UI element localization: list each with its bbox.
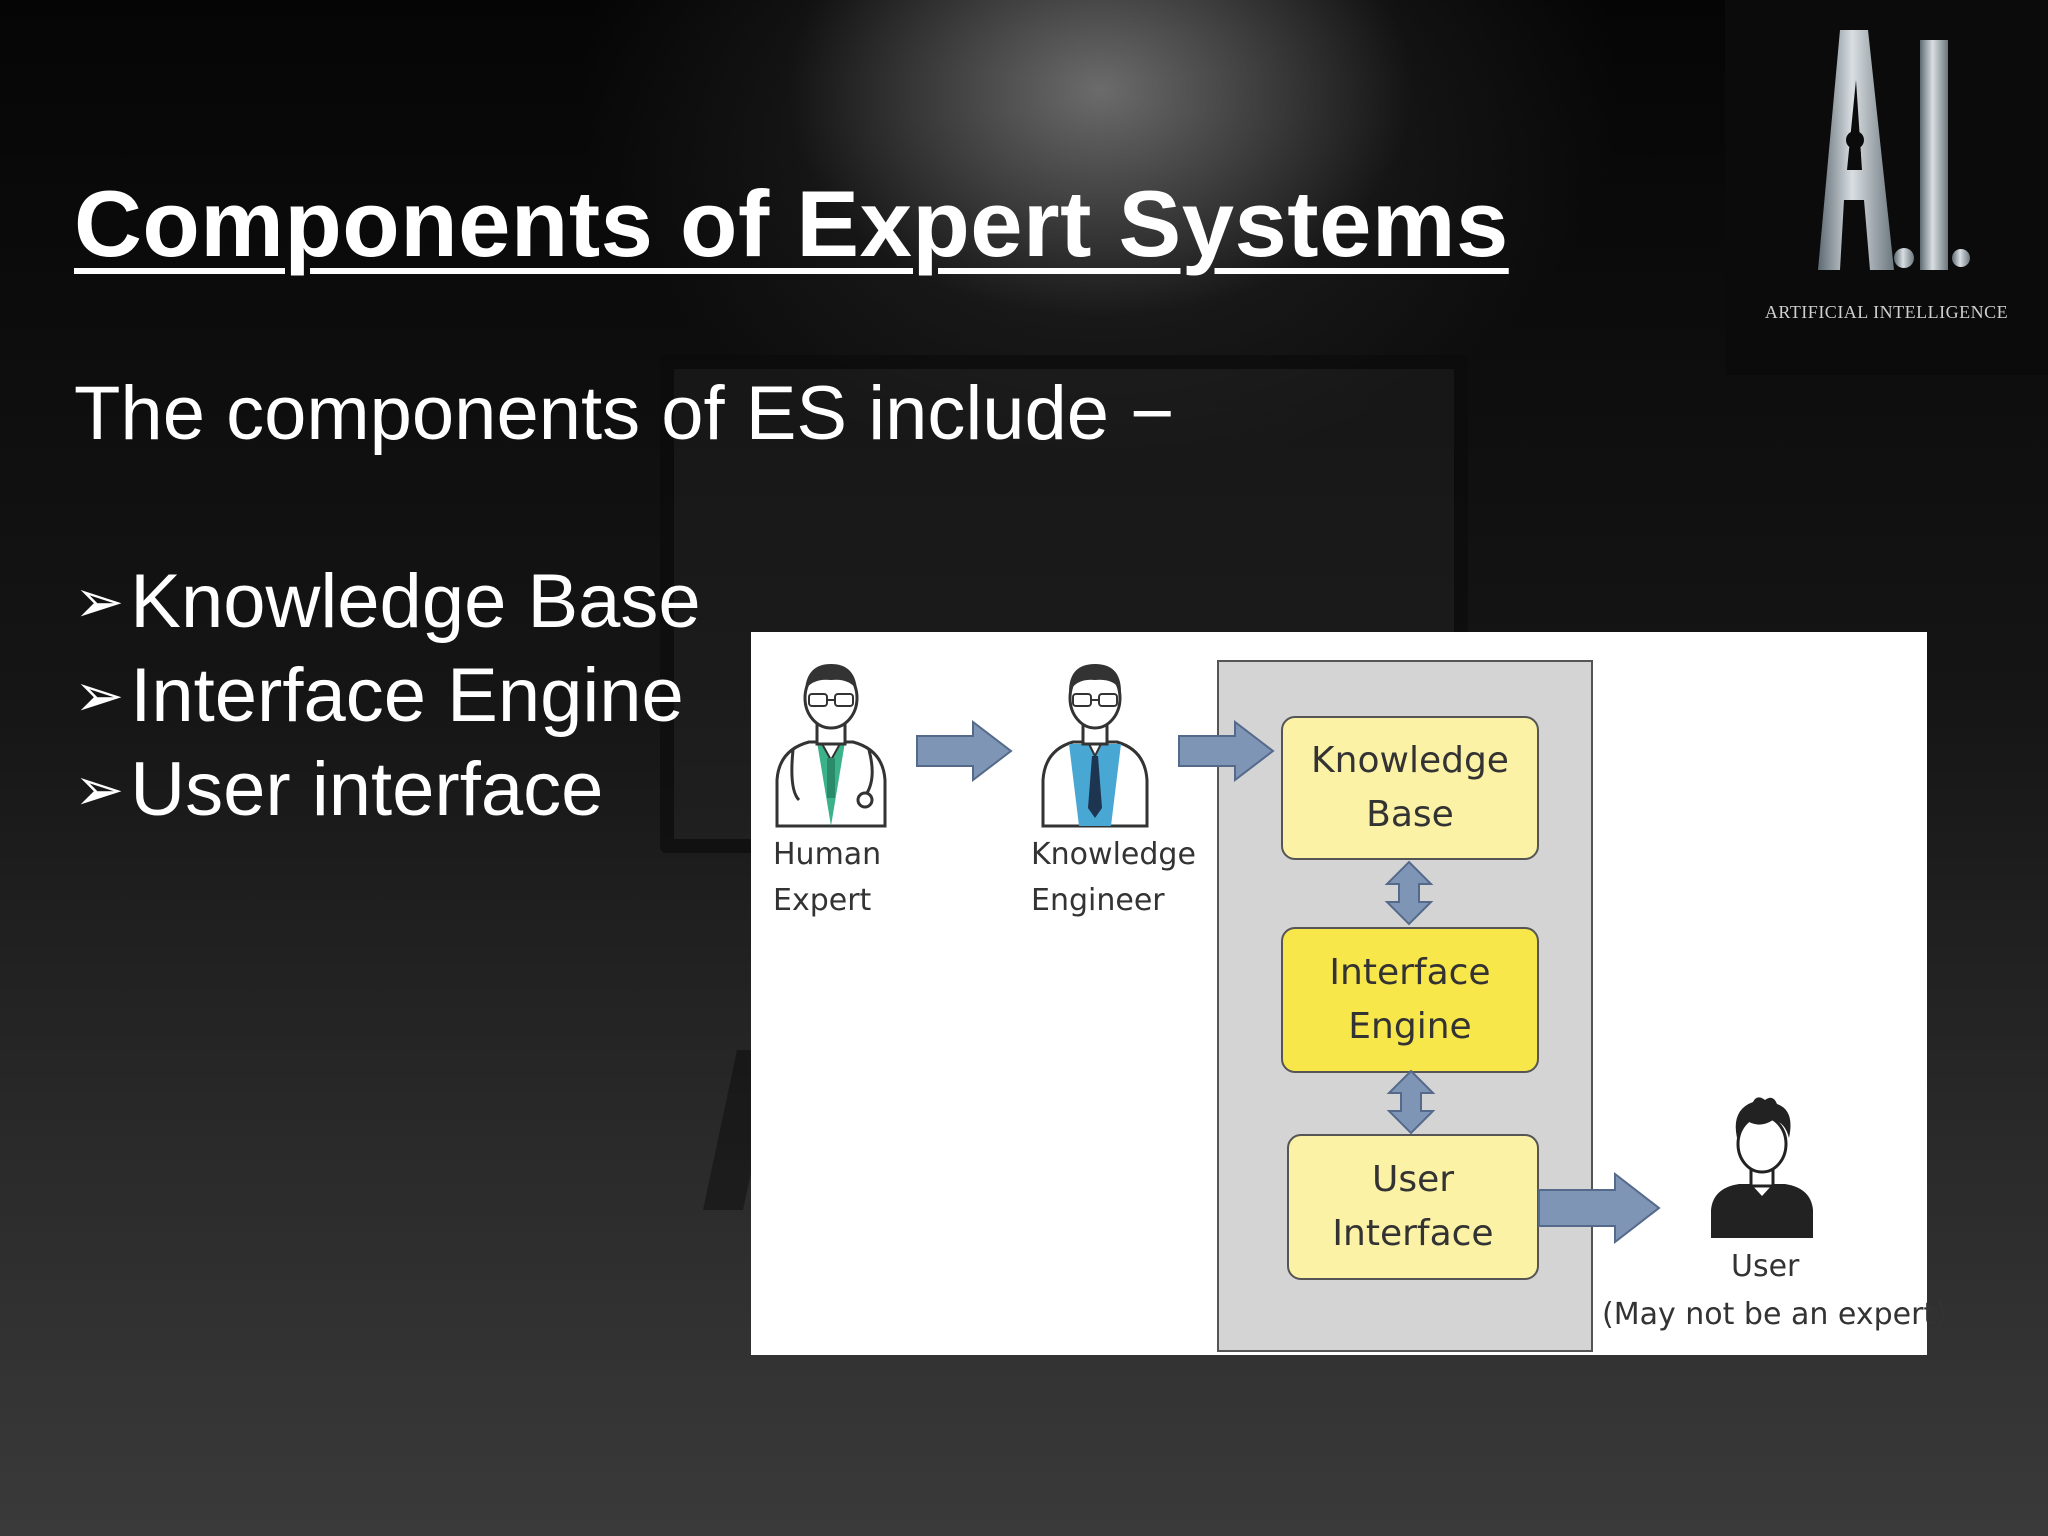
user-note: (May not be an expert) (1602, 1297, 1947, 1332)
user-label: User (1731, 1249, 1800, 1284)
bullet-text: User interface (130, 747, 604, 832)
bullet-text: Knowledge Base (130, 559, 701, 644)
interface-engine-box: Interface Engine (1281, 927, 1539, 1073)
bullet-item: ➢ Interface Engine (74, 649, 701, 743)
expert-system-diagram: Human Expert Knowledge Engineer Knowledg… (751, 632, 1947, 1355)
intro-text: The components of ES include − (74, 371, 1175, 456)
arrow-right-icon (1538, 1172, 1661, 1244)
arrow-bullet-icon: ➢ (74, 661, 125, 731)
bullet-list: ➢ Knowledge Base ➢ Interface Engine ➢ Us… (74, 555, 701, 837)
arrow-bullet-icon: ➢ (74, 567, 125, 637)
doctor-icon (775, 664, 887, 828)
arrow-right-icon (916, 720, 1013, 782)
bullet-text: Interface Engine (130, 653, 684, 738)
ai-logo-mark-icon (1818, 30, 1970, 270)
user-icon (1711, 1097, 1813, 1238)
knowledge-engineer-label: Knowledge Engineer (1031, 837, 1196, 918)
human-expert-label: Human Expert (773, 837, 882, 918)
arrow-right-icon (1178, 720, 1275, 782)
ai-logo-caption: ARTIFICIAL INTELLIGENCE (1764, 302, 2009, 322)
engineer-icon (1041, 664, 1149, 828)
knowledge-base-box: Knowledge Base (1281, 716, 1539, 860)
bullet-item: ➢ User interface (74, 743, 701, 837)
ai-logo: ARTIFICIAL INTELLIGENCE (1725, 0, 2048, 375)
user-interface-box: User Interface (1287, 1134, 1539, 1280)
double-arrow-vertical-icon (1386, 1069, 1436, 1135)
slide-title: Components of Expert Systems (74, 171, 1509, 276)
double-arrow-vertical-icon (1384, 860, 1434, 926)
bullet-item: ➢ Knowledge Base (74, 555, 701, 649)
arrow-bullet-icon: ➢ (74, 755, 125, 825)
